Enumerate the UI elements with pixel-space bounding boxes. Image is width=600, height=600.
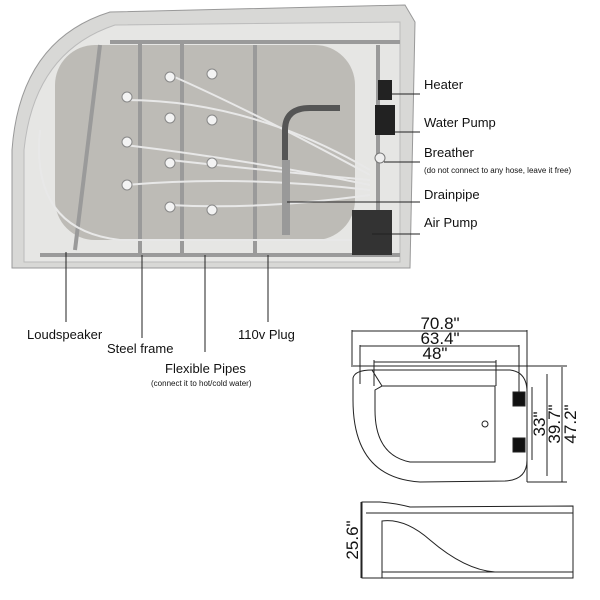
dim-overall-width: 47.2" xyxy=(561,404,580,443)
dim-height: 25.6" xyxy=(343,520,362,559)
side-view-drawing xyxy=(360,501,574,579)
dim-basin-length: 48" xyxy=(423,344,448,363)
label-110v-plug: 110v Plug xyxy=(238,327,295,342)
label-heater: Heater xyxy=(424,77,464,92)
callout-lines xyxy=(65,93,420,352)
label-breather: Breather xyxy=(424,145,474,160)
dim-overall-length: 70.8" xyxy=(420,314,459,333)
label-water-pump: Water Pump xyxy=(424,115,496,130)
label-drainpipe: Drainpipe xyxy=(424,187,480,202)
label-steel-frame: Steel frame xyxy=(107,341,174,356)
label-flexible-pipes: Flexible Pipes xyxy=(165,361,246,376)
dim-basin-width: 33" xyxy=(530,412,549,437)
dim-inner-width: 39.7" xyxy=(545,404,564,443)
breather-note: (do not connect to any hose, leave it fr… xyxy=(424,166,572,175)
flexible-pipes-note: (connect it to hot/cold water) xyxy=(151,379,252,388)
label-air-pump: Air Pump xyxy=(424,215,478,230)
tub-underside-photo xyxy=(11,4,416,269)
top-view-drawing xyxy=(351,330,567,483)
label-loudspeaker: Loudspeaker xyxy=(27,327,103,342)
dim-inner-length: 63.4" xyxy=(420,329,459,348)
